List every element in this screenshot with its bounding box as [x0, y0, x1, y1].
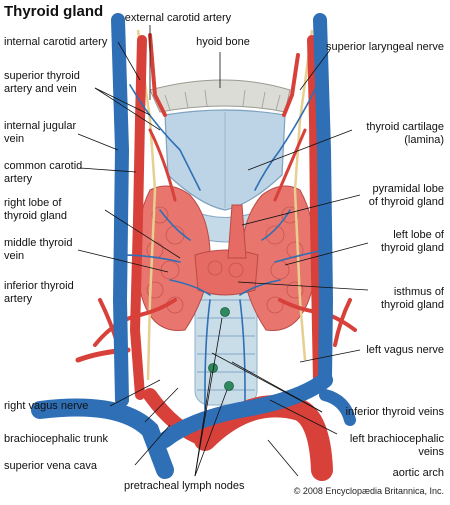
label-left-vagus-nerve: left vagus nerve — [366, 344, 444, 356]
label-brachiocephalic-trunk: brachiocephalic trunk — [4, 433, 108, 445]
label-middle-thyroid-vein: middle thyroid vein — [4, 237, 73, 262]
label-external-carotid-artery: external carotid artery — [124, 12, 232, 24]
label-inferior-thyroid-artery: inferior thyroid artery — [4, 280, 74, 305]
label-superior-laryngeal-nerve: superior laryngeal nerve — [325, 41, 444, 53]
label-superior-vena-cava: superior vena cava — [4, 460, 97, 472]
label-hyoid-bone: hyoid bone — [196, 36, 250, 48]
label-thyroid-cartilage: thyroid cartilage (lamina) — [366, 121, 444, 146]
label-pyramidal-lobe: pyramidal lobe of thyroid gland — [368, 183, 444, 208]
label-isthmus: isthmus of thyroid gland — [381, 286, 444, 311]
label-inferior-thyroid-veins: inferior thyroid veins — [345, 406, 444, 418]
label-internal-carotid-artery: internal carotid artery — [4, 36, 108, 48]
copyright-credit: © 2008 Encyclopædia Britannica, Inc. — [293, 486, 444, 496]
label-common-carotid-artery: common carotid artery — [4, 160, 83, 185]
label-aortic-arch: aortic arch — [392, 467, 444, 479]
label-pretracheal-lymph-nodes: pretracheal lymph nodes — [124, 480, 245, 492]
veins — [31, 13, 356, 479]
label-internal-jugular-vein: internal jugular vein — [4, 120, 77, 145]
label-right-lobe: right lobe of thyroid gland — [4, 197, 67, 222]
pyramidal-lobe-shape — [227, 204, 247, 259]
nerves — [136, 29, 314, 381]
pretracheal-lymph-nodes-shapes — [208, 307, 234, 391]
label-left-brachiocephalic-veins: left brachiocephalic veins — [349, 433, 444, 458]
diagram-title: Thyroid gland — [4, 3, 104, 20]
label-left-lobe: left lobe of thyroid gland — [381, 229, 444, 254]
label-superior-thyroid-artery-vein: superior thyroid artery and vein — [4, 70, 80, 95]
label-right-vagus-nerve: right vagus nerve — [4, 400, 89, 412]
isthmus-shape — [194, 249, 259, 296]
thyroid-gland — [136, 185, 316, 331]
leader-lines — [77, 25, 369, 477]
